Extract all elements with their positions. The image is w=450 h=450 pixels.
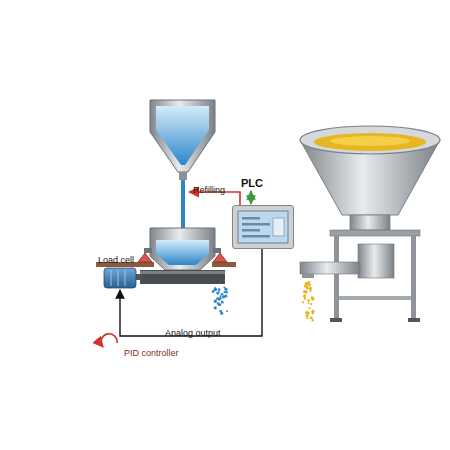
granule [310, 290, 312, 292]
particle [214, 300, 217, 303]
frame-foot [330, 318, 342, 322]
particle [221, 301, 224, 304]
motor [104, 268, 136, 288]
particle [224, 288, 227, 291]
particle [220, 312, 223, 315]
signal-label: Analog output [165, 322, 221, 340]
particle [218, 288, 221, 291]
granule [307, 299, 310, 302]
frame-leg [334, 236, 339, 318]
label-text: Analog output [165, 328, 221, 338]
hopper-material [156, 240, 209, 265]
drive-unit [358, 244, 394, 278]
particle [214, 306, 217, 309]
granule [303, 295, 306, 298]
load-cell-symbol [213, 253, 227, 262]
label-text: Refilling [193, 185, 225, 195]
refill-spout [179, 172, 187, 180]
analog-output-line [120, 249, 262, 336]
particle [214, 288, 217, 291]
hopper-material [156, 106, 209, 165]
granule [309, 287, 312, 290]
screen-line [242, 217, 260, 220]
motor-rib [111, 270, 112, 286]
screw-highlight [140, 271, 225, 274]
particle [221, 293, 224, 296]
part-label: Load cell [98, 249, 134, 267]
granule [306, 314, 309, 317]
screen-button [273, 218, 284, 236]
hopper-neck [350, 215, 390, 230]
controller-label: PID controller [124, 342, 179, 360]
granules-highlight [330, 136, 410, 146]
granule [308, 284, 311, 287]
granules [314, 133, 426, 151]
hopper-rim [300, 126, 440, 154]
particle [212, 290, 215, 293]
granule [310, 316, 313, 319]
granule [312, 319, 314, 321]
plc-panel: PLC [232, 205, 294, 249]
signal-label: Refilling [193, 179, 225, 197]
granule [312, 312, 314, 314]
plc-io-arrow [250, 191, 252, 204]
hopper-lug [213, 248, 221, 253]
load-cell-bracket [212, 262, 236, 267]
particle [220, 295, 222, 297]
particle [216, 291, 219, 294]
granule [302, 301, 304, 303]
label-text: PID controller [124, 348, 179, 358]
frame-foot [408, 318, 420, 322]
granule [304, 285, 306, 287]
frame-plate [330, 230, 420, 236]
particle [226, 310, 228, 312]
plc-screen [233, 206, 293, 248]
particle [214, 287, 216, 289]
hopper-lug [144, 248, 152, 253]
material-stream [181, 180, 185, 228]
motor-shaft [136, 274, 142, 280]
node-heading: PLC [241, 177, 263, 190]
particle [222, 295, 225, 298]
granule-stream [302, 281, 315, 321]
particle [216, 297, 219, 300]
frame-brace [339, 296, 411, 300]
particle [223, 291, 225, 293]
tube-outlet [302, 274, 314, 278]
granule [310, 303, 312, 305]
granule [307, 302, 309, 304]
screw-housing [140, 270, 225, 284]
screen-line [242, 235, 270, 238]
motor-rib [118, 270, 119, 286]
load-cell-symbol [138, 253, 152, 262]
weigh-hopper [150, 228, 215, 270]
granule [306, 285, 308, 287]
refill-hopper [150, 100, 215, 172]
granule [311, 296, 314, 299]
particle [220, 297, 222, 299]
screen [238, 211, 288, 243]
screen-line [242, 223, 270, 226]
label-text: Load cell [98, 255, 134, 265]
particle [219, 304, 222, 307]
granule [306, 317, 308, 319]
granule [307, 281, 310, 284]
granule [303, 295, 306, 298]
frame-leg [411, 236, 416, 318]
granule [304, 298, 306, 300]
discharge-particles [212, 286, 228, 314]
particle [225, 291, 228, 294]
granule [311, 297, 314, 300]
granule [304, 290, 308, 294]
screen-line [242, 229, 260, 232]
pid-loop-symbol [101, 334, 117, 347]
particle [218, 304, 220, 306]
feeder-tube [300, 262, 360, 274]
granule [308, 307, 310, 309]
motor-rib [125, 270, 126, 286]
